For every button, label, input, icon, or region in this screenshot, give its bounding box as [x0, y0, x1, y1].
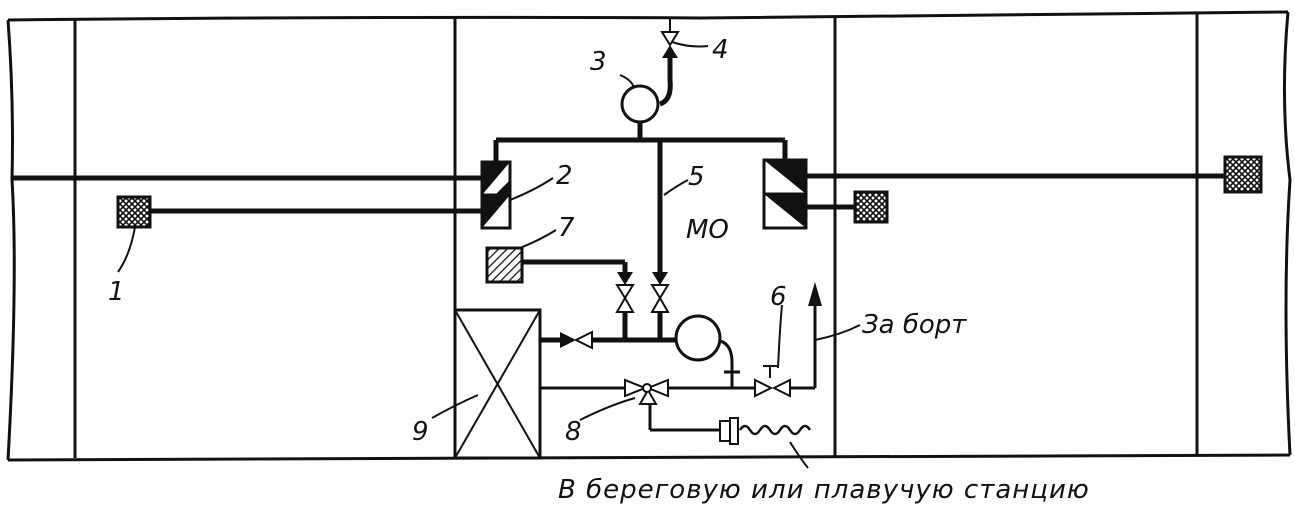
receiver-right-far	[1223, 155, 1263, 194]
label-9: 9	[412, 417, 429, 447]
label-6: 6	[770, 282, 787, 312]
pipelines	[12, 18, 1225, 432]
valves-vertical	[615, 284, 670, 313]
overboard-arrow-icon	[808, 282, 822, 306]
receivers	[116, 155, 1263, 229]
pump-3	[620, 84, 660, 124]
pump-lower	[674, 314, 722, 362]
valve-box-right	[762, 158, 808, 230]
shore-connection	[719, 417, 812, 445]
caption-shore-station: В береговую или плавучую станцию	[558, 475, 1090, 505]
label-4: 4	[712, 35, 729, 65]
valve-box-2	[480, 160, 512, 230]
valve-4	[660, 31, 680, 58]
label-7: 7	[558, 213, 575, 243]
separator-9	[453, 308, 542, 460]
label-engine-room: МО	[686, 215, 729, 245]
label-overboard: За борт	[862, 310, 967, 340]
flow-arrow-icon-2	[617, 272, 633, 285]
valve-horizontal	[560, 330, 593, 350]
tank-7	[485, 246, 524, 284]
receiver-right-lower	[853, 190, 889, 224]
valve-8	[624, 378, 669, 405]
hull-outline	[6, 10, 1292, 462]
label-2: 2	[556, 161, 573, 191]
label-8: 8	[565, 417, 582, 447]
receiver-1	[116, 195, 152, 229]
valve-6	[754, 378, 791, 398]
flow-arrow-icon	[652, 272, 668, 285]
leader-lines	[117, 41, 861, 469]
label-5: 5	[688, 162, 705, 192]
label-3: 3	[590, 47, 607, 77]
label-1: 1	[108, 277, 125, 307]
